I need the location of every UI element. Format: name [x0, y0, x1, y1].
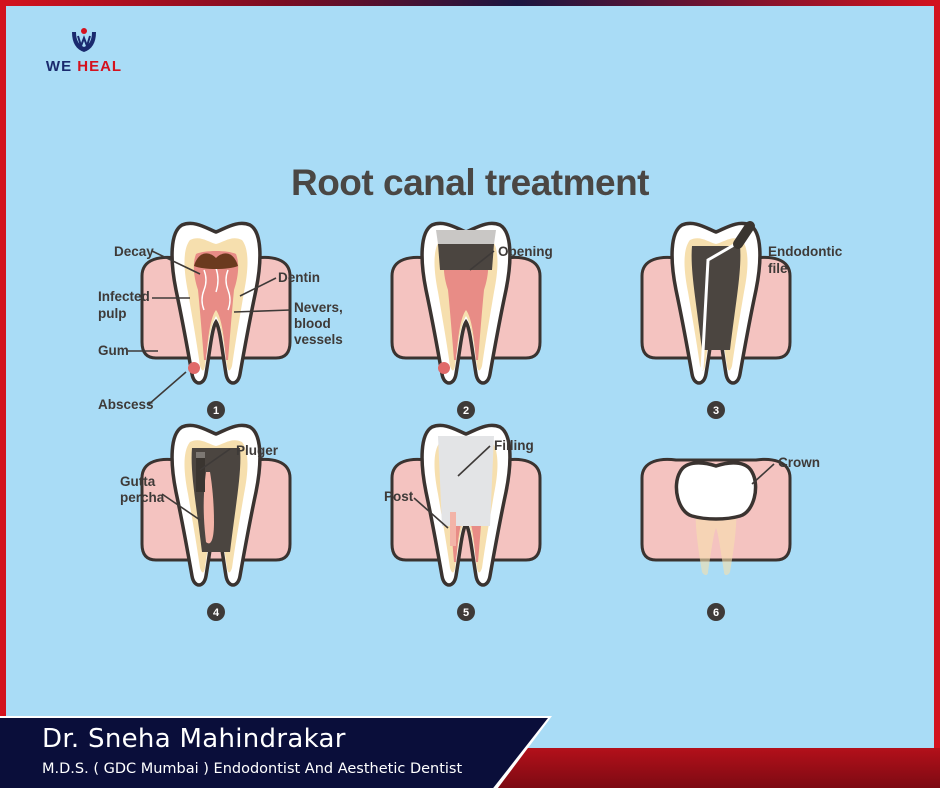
step-number-badge: [707, 603, 725, 621]
footer-name-plate: [0, 718, 548, 788]
label-infected-2: pulp: [98, 306, 127, 321]
step-numbers: 1 2 3 4 5 6: [207, 401, 725, 621]
opening-leader: [469, 250, 495, 271]
label-crown: Crown: [778, 455, 820, 470]
step-2-opening-diagram: [390, 221, 542, 385]
step-number-badge: [207, 603, 225, 621]
step-6-crown-diagram: [640, 457, 792, 575]
file-handle: [733, 221, 755, 249]
label-post: Post: [384, 489, 414, 504]
logo-mark-icon: [72, 28, 96, 52]
step-number-badge: [457, 401, 475, 419]
decay-leader: [151, 250, 201, 275]
decay-cavity: [194, 253, 238, 269]
label-opening: Opening: [498, 244, 553, 259]
post-icon: [450, 512, 456, 546]
abscess-spot: [188, 362, 200, 374]
abscess-leader: [147, 371, 187, 406]
leader-lines: [128, 250, 775, 529]
label-gum: Gum: [98, 343, 129, 358]
pluger-icon: [196, 452, 205, 492]
post-leader: [413, 497, 449, 529]
logo-we-text: WE: [45, 58, 73, 75]
footer-red-band: [470, 748, 940, 788]
step-number-badge: [207, 401, 225, 419]
label-gutta-2: percha: [120, 490, 165, 505]
drill-access: [436, 230, 496, 244]
step-1-decay-diagram: [140, 221, 292, 385]
label-filling: Filling: [494, 438, 534, 453]
step-number-badge: [457, 603, 475, 621]
doctor-name: Dr. Sneha Mahindrakar: [42, 724, 346, 754]
label-infected-1: Infected: [98, 289, 150, 304]
step-3-file-diagram: [640, 221, 792, 385]
nerves-leader: [233, 309, 291, 313]
pluger-tip: [196, 452, 205, 458]
crown-leader: [751, 463, 775, 485]
step-4-gutta-percha-diagram: [140, 423, 292, 587]
label-nerves-3: vessels: [294, 332, 343, 347]
step-number-1: 1: [213, 405, 219, 417]
doctor-credentials: M.D.S. ( GDC Mumbai ) Endodontist And Ae…: [42, 761, 463, 777]
label-file-2: file: [768, 261, 788, 276]
label-gutta-1: Gutta: [120, 474, 156, 489]
access-opening: [438, 244, 494, 270]
label-nerves-1: Nevers,: [294, 300, 343, 315]
logo-heal-text: HEAL: [77, 58, 123, 75]
pluger-leader: [199, 448, 231, 471]
filling-material: [438, 436, 494, 526]
labels: Decay Dentin Infected pulp Nevers, blood…: [98, 244, 843, 505]
label-decay: Decay: [114, 244, 154, 259]
step-number-4: 4: [213, 607, 220, 619]
label-pluger: Pluger: [236, 443, 279, 458]
step-number-2: 2: [463, 405, 469, 417]
step-5-filling-diagram: [390, 423, 542, 587]
label-dentin: Dentin: [278, 270, 320, 285]
label-file-1: Endodontic: [768, 244, 843, 259]
abscess-spot: [438, 362, 450, 374]
filling-leader: [457, 445, 491, 477]
content-panel: [6, 6, 934, 748]
logo-wordmark: WE HEAL: [28, 58, 140, 75]
step-number-badge: [707, 401, 725, 419]
gutta-percha-fill: [203, 472, 214, 544]
label-nerves-2: blood: [294, 316, 331, 331]
step-number-3: 3: [713, 405, 719, 417]
crown-icon: [674, 461, 758, 521]
dentin-leader: [239, 277, 277, 297]
gutta-leader: [161, 493, 201, 521]
step-number-6: 6: [713, 607, 719, 619]
step-number-5: 5: [463, 607, 469, 619]
nerve-lines: [201, 267, 231, 311]
we-heal-logo: WE HEAL: [28, 26, 140, 82]
page-title: Root canal treatment: [290, 162, 650, 203]
label-abscess: Abscess: [98, 397, 154, 412]
